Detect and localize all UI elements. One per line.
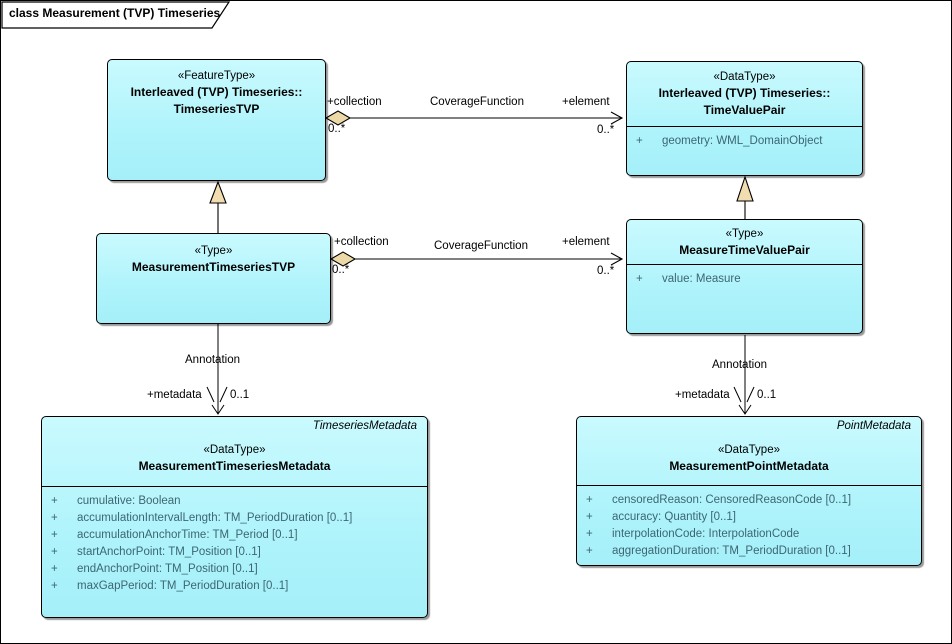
parent-type-label: TimeseriesMetadata (312, 420, 417, 432)
attribute-row[interactable]: + aggregationDuration: TM_PeriodDuration… (577, 543, 921, 560)
assoc-target-mult-label: 0..* (597, 124, 615, 136)
parent-type-label: PointMetadata (836, 420, 911, 432)
stereotype-label: «Type» (725, 228, 764, 240)
attribute-row[interactable]: + accumulationIntervalLength: TM_PeriodD… (42, 510, 427, 527)
attribute-text: accumulationAnchorTime: TM_Period [0..1] (77, 529, 298, 541)
class-time-value-pair[interactable]: «DataType» Interleaved (TVP) Timeseries:… (626, 61, 863, 176)
dependency-mult-label: 0..1 (230, 389, 250, 401)
assoc-target-role-label: +element (562, 96, 610, 108)
assoc-source-role-label: +collection (327, 96, 382, 108)
class-name: Interleaved (TVP) Timeseries:: (130, 85, 303, 99)
diagram-frame-title: class Measurement (TVP) Timeseries (9, 6, 221, 20)
attribute-row[interactable]: + endAnchorPoint: TM_Position [0..1] (42, 561, 427, 578)
class-name: MeasurementPointMetadata (669, 459, 829, 473)
attribute-text: censoredReason: CensoredReasonCode [0..1… (612, 494, 852, 506)
dependency-name-label: Annotation (185, 354, 240, 366)
class-name: MeasurementTimeseriesTVP (131, 260, 296, 274)
attribute-text: accumulationIntervalLength: TM_PeriodDur… (77, 512, 353, 524)
attribute-text: endAnchorPoint: TM_Position [0..1] (77, 563, 258, 575)
attribute-text: geometry: WML_DomainObject (662, 135, 823, 147)
attribute-text: value: Measure (662, 273, 741, 285)
aggregation-diamond (329, 251, 357, 267)
stereotype-label: «DataType» (713, 71, 776, 83)
assoc-source-mult-label: 0..* (332, 264, 350, 276)
assoc-name-label: CoverageFunction (434, 240, 528, 252)
class-measurement-timeseries-tvp[interactable]: «Type» MeasurementTimeseriesTVP (96, 233, 331, 324)
dependency-role-label: +metadata (675, 389, 730, 401)
stereotype-label: «FeatureType» (177, 70, 256, 82)
attribute-row[interactable]: + geometry: WML_DomainObject (627, 133, 862, 150)
generalization-right[interactable] (736, 175, 754, 219)
class-timeseries-tvp[interactable]: «FeatureType» Interleaved (TVP) Timeseri… (107, 59, 326, 181)
attribute-text: maxGapPeriod: TM_PeriodDuration [0..1] (77, 580, 289, 592)
dependency-mult-label: 0..1 (757, 389, 777, 401)
attribute-row[interactable]: + accumulationAnchorTime: TM_Period [0..… (42, 527, 427, 544)
visibility-marker: + (586, 545, 593, 557)
visibility-marker: + (51, 512, 58, 524)
attribute-text: aggregationDuration: TM_PeriodDuration [… (612, 545, 851, 557)
visibility-marker: + (51, 546, 58, 558)
open-arrowhead-icon (610, 111, 624, 125)
stereotype-label: «DataType» (203, 444, 266, 456)
assoc-target-role-label: +element (562, 236, 610, 248)
aggregation-diamond (324, 110, 352, 126)
attribute-row[interactable]: + censoredReason: CensoredReasonCode [0.… (577, 492, 921, 509)
visibility-marker: + (51, 495, 58, 507)
dependency-name-label: Annotation (712, 359, 767, 371)
class-measurement-timeseries-metadata[interactable]: TimeseriesMetadata «DataType» Measuremen… (41, 416, 428, 618)
class-measure-time-value-pair[interactable]: «Type» MeasureTimeValuePair + value: Mea… (626, 219, 863, 334)
visibility-marker: + (636, 273, 643, 285)
dependency-role-label: +metadata (147, 389, 202, 401)
class-name: TimeValuePair (703, 103, 786, 117)
class-measurement-point-metadata[interactable]: PointMetadata «DataType» MeasurementPoin… (576, 416, 922, 566)
assoc-source-role-label: +collection (334, 236, 389, 248)
assoc-target-mult-label: 0..* (597, 265, 615, 277)
assoc-source-mult-label: 0..* (328, 123, 346, 135)
class-name: Interleaved (TVP) Timeseries:: (658, 86, 831, 100)
stereotype-label: «Type» (194, 245, 233, 257)
open-arrowhead-icon (738, 404, 752, 415)
annotation-connector-right[interactable] (733, 335, 755, 415)
attribute-text: startAnchorPoint: TM_Position [0..1] (77, 546, 261, 558)
attribute-row[interactable]: + value: Measure (627, 271, 862, 288)
visibility-marker: + (586, 511, 593, 523)
visibility-marker: + (586, 494, 593, 506)
open-arrowhead-icon (211, 404, 225, 415)
class-name: MeasureTimeValuePair (679, 243, 810, 257)
visibility-marker: + (51, 580, 58, 592)
association-coveragefunction-mid[interactable] (329, 251, 624, 267)
attribute-row[interactable]: + maxGapPeriod: TM_PeriodDuration [0..1] (42, 578, 427, 595)
frame-tab (1, 1, 231, 29)
visibility-marker: + (51, 563, 58, 575)
visibility-marker: + (636, 135, 643, 147)
attribute-text: cumulative: Boolean (77, 495, 181, 507)
annotation-connector-left[interactable] (206, 324, 228, 415)
class-name: TimeseriesTVP (173, 102, 260, 116)
attribute-row[interactable]: + cumulative: Boolean (42, 493, 427, 510)
attribute-row[interactable]: + startAnchorPoint: TM_Position [0..1] (42, 544, 427, 561)
attribute-text: interpolationCode: InterpolationCode (612, 528, 800, 540)
assoc-name-label: CoverageFunction (430, 96, 524, 108)
stereotype-label: «DataType» (717, 444, 780, 456)
generalization-left[interactable] (209, 180, 227, 233)
generalization-triangle-icon (736, 175, 754, 202)
attribute-row[interactable]: + accuracy: Quantity [0..1] (577, 509, 921, 526)
class-name: MeasurementTimeseriesMetadata (138, 459, 331, 473)
visibility-marker: + (586, 528, 593, 540)
generalization-triangle-icon (209, 180, 227, 204)
open-arrowhead-icon (610, 252, 624, 266)
attribute-text: accuracy: Quantity [0..1] (612, 511, 737, 523)
association-coveragefunction-top[interactable] (324, 110, 624, 126)
attribute-row[interactable]: + interpolationCode: InterpolationCode (577, 526, 921, 543)
visibility-marker: + (51, 529, 58, 541)
